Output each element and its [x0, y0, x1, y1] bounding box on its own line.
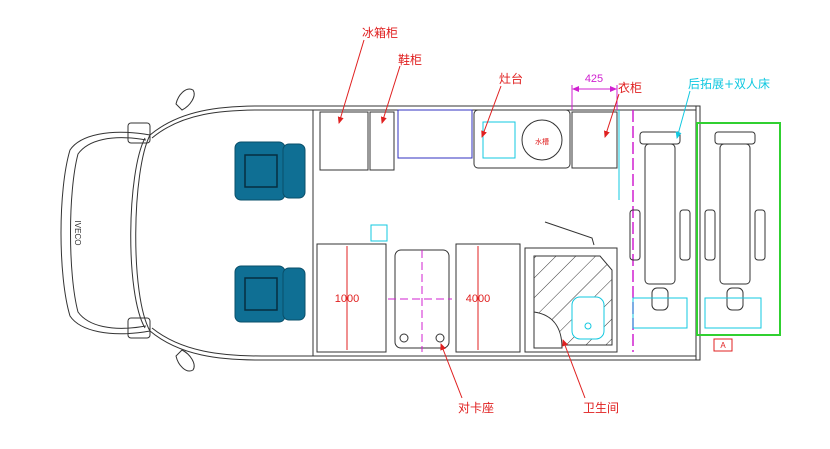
shoe-cabinet [369, 111, 395, 171]
dim-4000: 4000 [466, 293, 490, 305]
sink-label: 水槽 [535, 137, 549, 146]
logo-text: IVECO [73, 221, 82, 246]
vehicle-cab-front: IVECO [60, 88, 195, 372]
passenger-seat [234, 265, 306, 323]
rear-extension [696, 122, 781, 336]
fridge-cabinet [319, 111, 369, 171]
bathroom [524, 221, 618, 353]
bed-figure-1 [629, 131, 691, 329]
dim-425: 425 [585, 73, 603, 85]
marker-label: A [720, 341, 726, 350]
label-dinette: 对卡座 [458, 400, 494, 415]
right-cabinet [455, 243, 521, 353]
dim-1000: 1000 [335, 293, 359, 305]
label-stove: 灶台 [499, 71, 523, 86]
wardrobe [571, 111, 618, 169]
label-rear-extension-bed: 后拓展+双人床 [688, 77, 770, 91]
bed-figure-2 [704, 131, 766, 329]
label-bathroom: 卫生间 [583, 401, 619, 415]
driver-seat [234, 141, 306, 201]
label-fridge-cabinet: 冰箱柜 [362, 25, 398, 40]
marker-box [713, 338, 733, 352]
left-cabinet [316, 243, 387, 353]
sink [521, 119, 563, 161]
vent-icon [370, 224, 388, 242]
stove-top [482, 121, 516, 159]
mirror-left [175, 88, 195, 111]
label-wardrobe: 衣柜 [618, 80, 642, 95]
stove-counter [473, 109, 571, 169]
cabinet-blue [397, 109, 473, 159]
label-shoe-cabinet: 鞋柜 [398, 52, 422, 67]
mirror-right [175, 349, 195, 372]
